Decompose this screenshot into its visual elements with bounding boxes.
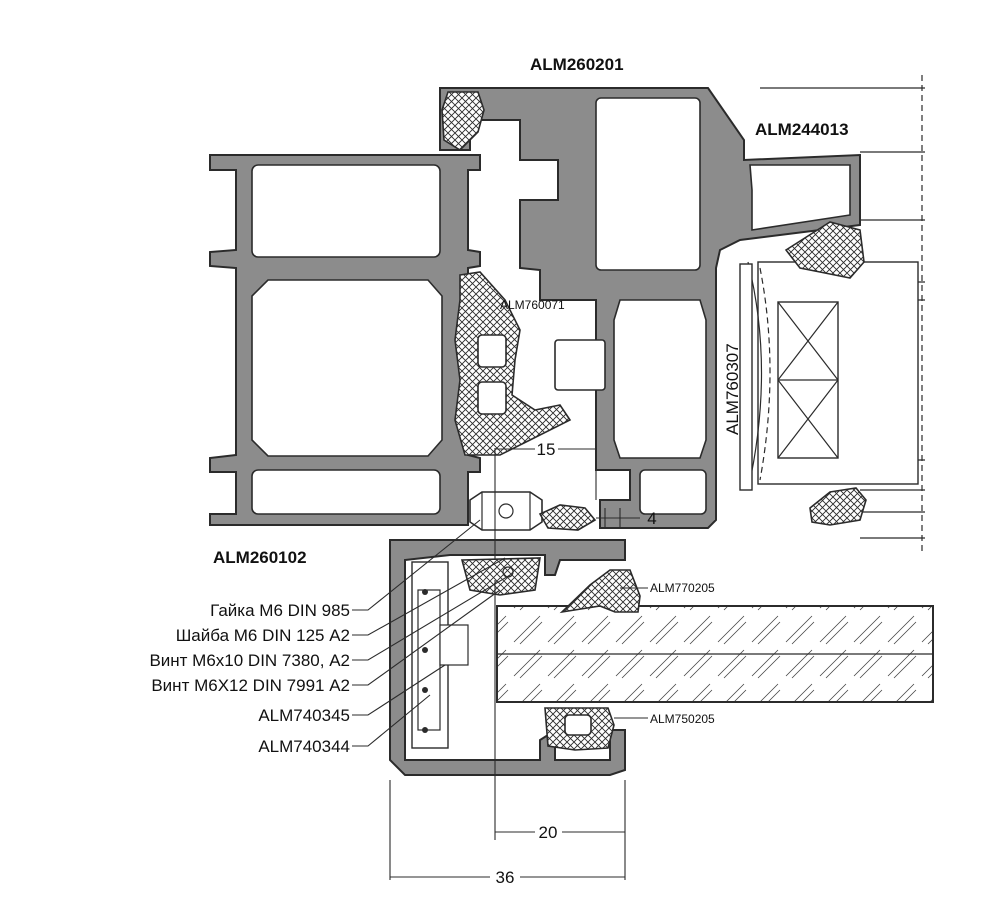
glass-gasket-alm770205: [559, 569, 641, 614]
callout-alm740345: ALM740345: [258, 706, 350, 725]
lower-profile-alm740344: [389, 539, 626, 776]
dimension-4: 4: [647, 509, 656, 528]
vertical-bead-strip: [739, 263, 753, 491]
label-alm260102: ALM260102: [213, 548, 307, 567]
callout-screw-7991: Винт М6Х12 DIN 7991 А2: [151, 676, 350, 695]
dimension-20: 20: [539, 823, 558, 842]
label-alm760307: ALM760307: [723, 343, 742, 435]
callout-nut: Гайка М6 DIN 985: [210, 601, 350, 620]
callout-alm740344: ALM740344: [258, 737, 350, 756]
dimension-36: 36: [496, 868, 515, 887]
top-gasket: [441, 91, 485, 152]
label-alm244013: ALM244013: [755, 120, 849, 139]
callout-leaders: [352, 519, 648, 747]
dimension-lines: [389, 448, 640, 880]
callout-washer: Шайба М6 DIN 125 А2: [176, 626, 350, 645]
label-alm750205: ALM750205: [650, 712, 715, 726]
label-alm760071: ALM760071: [500, 298, 565, 312]
glass-gasket-top-right: [784, 221, 867, 526]
frame-profile-alm260102: [209, 154, 481, 526]
label-alm770205: ALM770205: [650, 581, 715, 595]
glass-gasket-alm750205: [544, 707, 615, 751]
label-alm260201: ALM260201: [530, 55, 624, 74]
callout-screw-7380: Винт М6х10 DIN 7380, А2: [149, 651, 350, 670]
dimension-15: 15: [537, 440, 556, 459]
center-gasket-alm760071: [454, 271, 572, 456]
sash-profile-alm260201: [439, 87, 861, 529]
upper-glazing-unit: [747, 261, 919, 491]
lower-glass-pane: [496, 605, 934, 703]
nut-and-washer: [469, 491, 597, 531]
